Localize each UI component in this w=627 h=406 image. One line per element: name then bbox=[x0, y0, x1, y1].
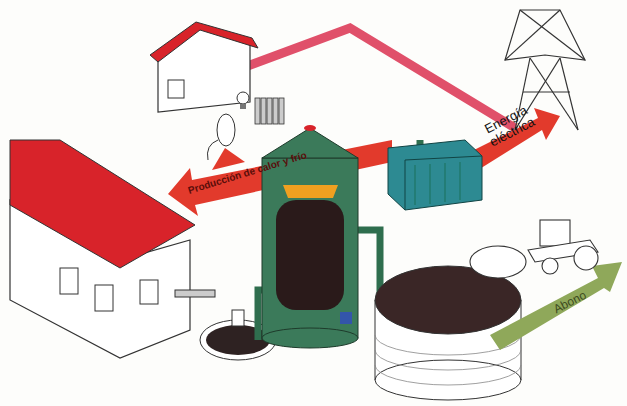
generator-unit bbox=[388, 140, 482, 210]
arrow-head bbox=[212, 148, 245, 170]
heat-supply-arrow bbox=[210, 28, 515, 128]
tractor bbox=[470, 220, 598, 278]
house bbox=[150, 22, 258, 112]
barn bbox=[10, 140, 215, 358]
appliances bbox=[207, 92, 284, 160]
arrow-label: Abono bbox=[540, 283, 599, 321]
